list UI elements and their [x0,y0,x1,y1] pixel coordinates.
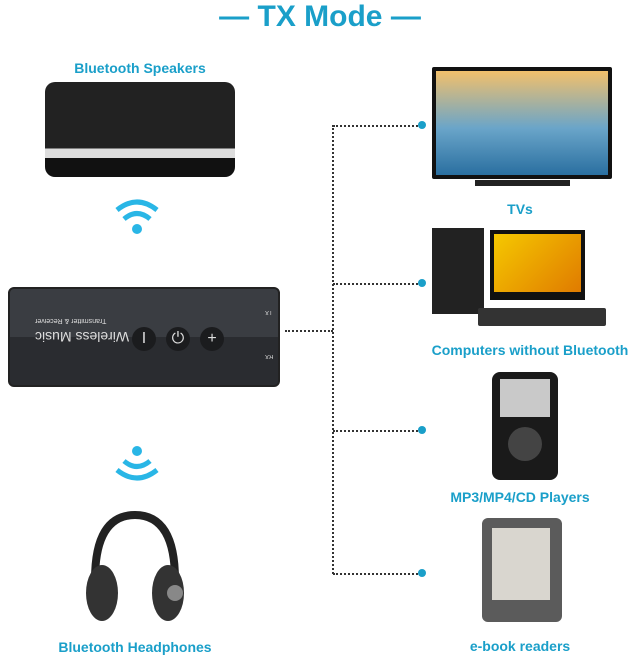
transmitter-device: Wireless Music Transmitter & Receiver I … [8,287,280,387]
mp3-player-image [492,372,558,480]
tvs-label: TVs [507,201,533,217]
connector [333,430,421,432]
connector [285,330,333,332]
ebook-reader-image [482,518,562,622]
connector [332,125,334,574]
connector-dot [418,121,426,129]
speaker-image [45,82,235,177]
headphones-image [80,505,190,625]
connector-dot [418,279,426,287]
wifi-icon [112,440,162,484]
connector [333,573,421,575]
connector-dot [418,569,426,577]
tv-image [432,67,612,179]
rx-label: RX [265,353,274,359]
device-name: Wireless Music [35,329,130,345]
title: — TX Mode — [219,0,421,33]
monitor-image [490,230,585,300]
computer-tower [432,228,484,314]
tv-stand [475,180,570,186]
computers-label: Computers without Bluetooth [431,342,629,358]
connector [333,125,421,127]
connector-dot [418,426,426,434]
tx-label: TX [265,309,273,315]
minus-button[interactable]: I [132,327,156,351]
ebook-label: e-book readers [469,638,571,654]
device-subtitle: Transmitter & Receiver [35,317,107,324]
players-label: MP3/MP4/CD Players [450,489,590,505]
headphones-label: Bluetooth Headphones [58,639,212,655]
keyboard [478,308,606,326]
speakers-label: Bluetooth Speakers [74,60,206,76]
plus-button[interactable]: + [200,327,224,351]
power-button[interactable]: ⏻ [166,327,190,351]
connector [333,283,421,285]
wifi-icon [112,196,162,240]
